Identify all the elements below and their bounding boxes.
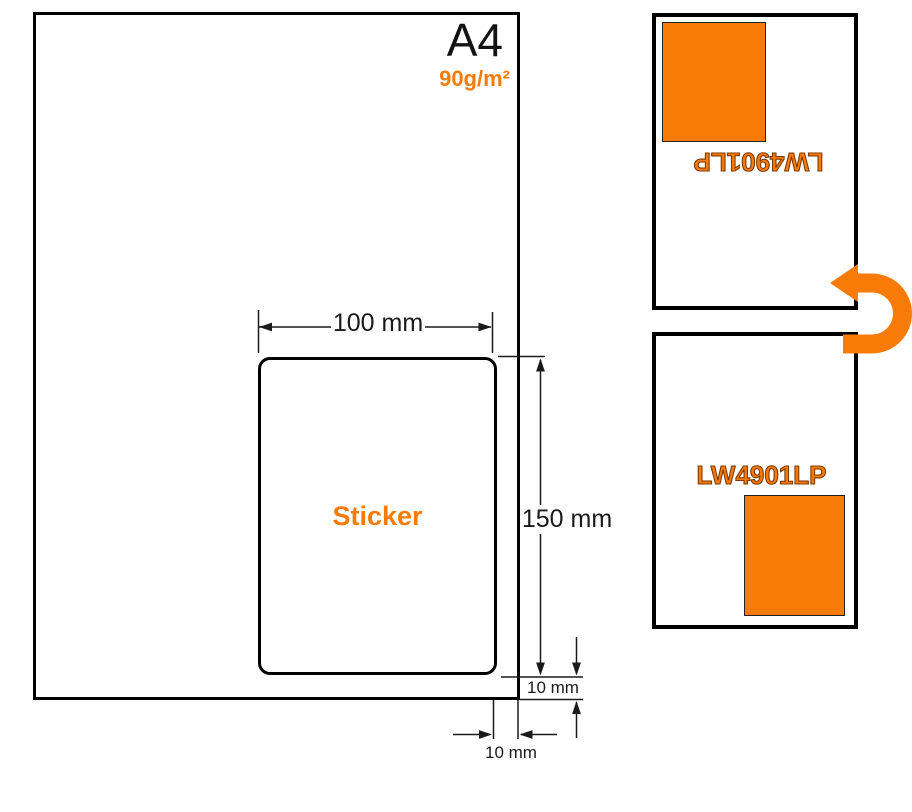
sticker-outline: Sticker [258,357,497,675]
right-margin-label: 10 mm [485,743,537,762]
height-arrowhead-down [536,662,545,676]
flip-arrow-icon [830,264,912,354]
paper-format-label: A4 [446,14,503,66]
height-arrowhead-up [536,358,545,372]
height-dimension-label: 150 mm [521,505,613,534]
bottom-margin-arrowhead-up [572,701,581,714]
sticker-label: Sticker [332,500,423,531]
sticker-area-back [662,22,766,142]
width-dimension-label: 100 mm [331,309,425,338]
sheet-front-panel: LW4901LP [652,332,858,629]
bottom-margin-label: 10 mm [527,678,579,697]
paper-weight-label: 90g/m² [439,66,510,91]
sticker-area-front [744,495,845,616]
product-code-back: LW4901LP [693,146,824,177]
right-margin-arrowhead-left [519,730,533,739]
bottom-margin-arrowhead-down [572,662,581,676]
sheet-back-panel: LW4901LP [652,13,858,310]
product-code-front: LW4901LP [696,460,827,490]
right-margin-arrowhead-right [479,730,492,739]
